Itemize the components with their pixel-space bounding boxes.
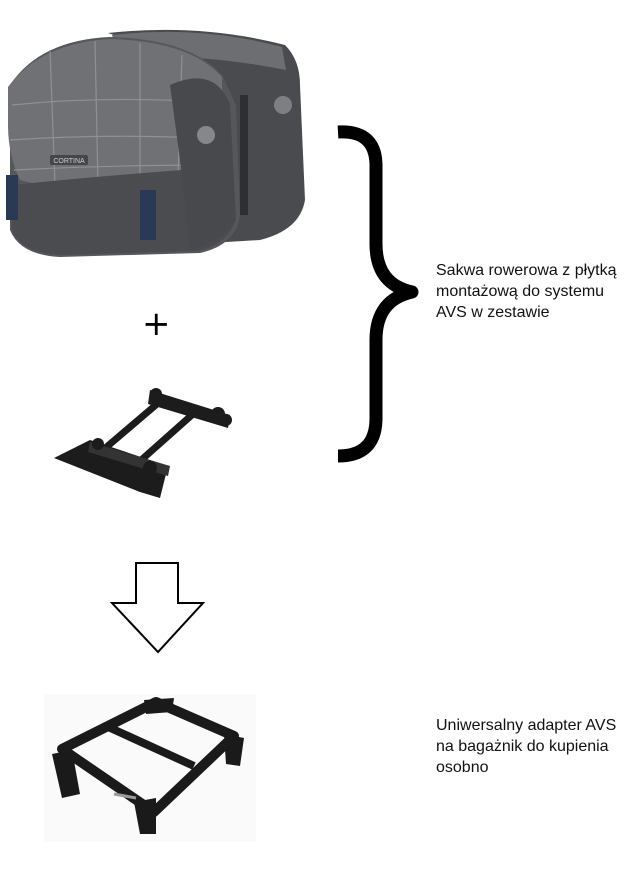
front-bag-flap bbox=[8, 39, 222, 190]
adapter-clamp-left bbox=[52, 750, 80, 798]
adapter-rod bbox=[113, 792, 137, 800]
front-bag-side bbox=[170, 78, 236, 250]
set-caption: Sakwa rowerowa z płytką montażową do sys… bbox=[436, 262, 617, 321]
adapter-clamp-front bbox=[134, 798, 156, 834]
bag-logo-text: CORTINA bbox=[53, 158, 85, 165]
buckle-strap-left bbox=[6, 175, 18, 220]
adapter-caption: Uniwersalny adapter AVS na bagażnik do k… bbox=[436, 717, 617, 776]
pannier-bag-image: CORTINA bbox=[6, 29, 305, 257]
bag-logo bbox=[50, 155, 88, 165]
front-bag-pocket bbox=[12, 167, 236, 255]
adapter-clamp-rear bbox=[144, 698, 174, 714]
plate-knob bbox=[92, 438, 104, 450]
plate-rail-left bbox=[100, 402, 160, 452]
plate-bottom bbox=[54, 440, 168, 498]
adapter-crossbar bbox=[104, 722, 196, 770]
plate-knob bbox=[150, 388, 162, 400]
plate-rail-right bbox=[136, 412, 196, 464]
adapter-clamp-right bbox=[224, 734, 244, 766]
rack-adapter-image bbox=[44, 694, 256, 842]
plate-knob bbox=[143, 461, 157, 475]
rear-bag-strap bbox=[240, 95, 248, 215]
mounting-plate-image bbox=[54, 388, 232, 498]
front-bag-reflector bbox=[197, 126, 215, 144]
right-curly-brace-icon bbox=[337, 125, 419, 463]
plate-knob bbox=[220, 414, 232, 426]
rear-bag-reflector bbox=[274, 96, 292, 114]
rear-bag-flap bbox=[112, 31, 286, 70]
down-arrow-icon bbox=[109, 562, 206, 654]
buckle-strap-right bbox=[140, 190, 156, 240]
plus-sign: + bbox=[142, 304, 171, 344]
plate-top-bar bbox=[148, 390, 230, 428]
